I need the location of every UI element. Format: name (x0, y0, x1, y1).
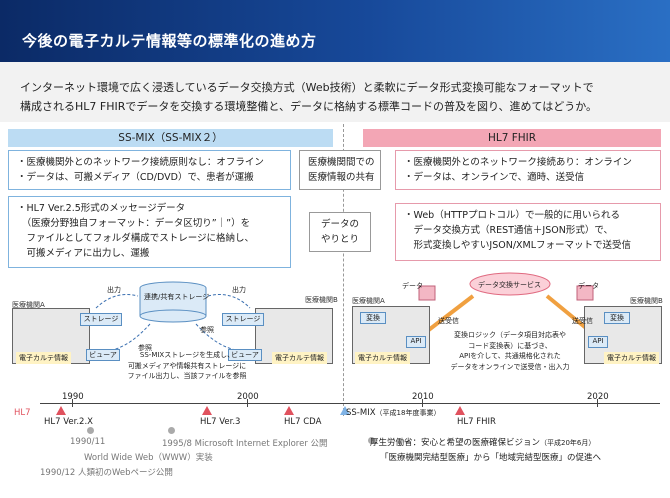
hl7-cda-marker (284, 406, 294, 415)
ssmix-reference-label: 参照 (200, 326, 214, 334)
www-event-text: World Wide Web（WWW）実装 (84, 453, 213, 463)
fhir-format-line: 形式変換しやすいJSON/XMLフォーマットで送受信 (404, 240, 632, 251)
fhir-send-label: 送受信 (438, 317, 459, 325)
hl7-v2-marker (56, 406, 66, 415)
timeline-year: 2010 (412, 392, 434, 402)
fhir-format-box: ・Web（HTTPプロトコル）で一般的に用いられる データ交換方式（REST通信… (395, 203, 661, 261)
ssmix-format-box: ・HL7 Ver.2.5形式のメッセージデータ （医療分野独自フォーマット：デー… (8, 196, 291, 268)
hl7-v3-label: HL7 Ver.3 (200, 417, 241, 427)
fhir-note-line: APIを介して、共通規格化された (459, 352, 561, 360)
shared-storage-label: 連携/共有ストレージ (144, 293, 210, 301)
ssmix-emr-b: 電子カルテ情報 (272, 352, 327, 364)
ssmix-viewer-b: ビューア (228, 349, 262, 361)
mhlw-event: 厚生労働省：安心と希望の医療確保ビジョン（平成20年6月） (370, 436, 595, 448)
timeline-year: 2020 (587, 392, 609, 402)
mhlw-event-date: （平成20年6月） (540, 439, 596, 447)
ssmix-diagram-lines (95, 281, 251, 351)
ssmix-viewer-a: ビューア (86, 349, 120, 361)
fhir-service-label: データ交換サービス (478, 281, 541, 289)
fhir-emr-a: 電子カルテ情報 (355, 352, 410, 364)
ssmix-facility-b-label: 医療機関B (305, 296, 338, 304)
fhir-note-line: 変換ロジック（データ項目対応表や (454, 331, 566, 339)
fhir-data-a-label: データ (402, 282, 423, 290)
ssmix-format-line: ・HL7 Ver.2.5形式のメッセージデータ (17, 203, 186, 214)
fhir-emr-b: 電子カルテ情報 (604, 352, 659, 364)
center-box-line: データの (320, 219, 359, 230)
mhlw-event-text: 厚生労働省：安心と希望の医療確保ビジョン (370, 438, 541, 448)
ssmix-network-line: ・データは、可搬メディア（CD/DVD）で、患者が運搬 (17, 172, 254, 183)
fhir-format-line: ・Web（HTTPプロトコル）で一般的に用いられる (404, 210, 621, 221)
fhir-network-line: ・医療機関外とのネットワーク接続あり：オンライン (404, 157, 632, 168)
column-divider (343, 124, 344, 416)
center-box-line: 医療情報の共有 (308, 172, 375, 183)
fhir-network-line: ・データは、オンラインで、適時、送受信 (404, 172, 585, 183)
hl7-fhir-label: HL7 FHIR (457, 417, 496, 427)
ssmix-note-line: 可搬メディアや情報共有ストレージに (127, 361, 247, 370)
webpage-event-text: 1990/12 人類初のWebページ公開 (40, 468, 173, 478)
fhir-note-line: データをオンラインで送受信・出入力 (450, 362, 570, 371)
ssmix-marker (340, 406, 350, 415)
ssmix-emr-a: 電子カルテ情報 (16, 352, 71, 364)
timeline-tick (597, 399, 598, 407)
timeline-hl7-label: HL7 (14, 408, 31, 418)
fhir-network-box: ・医療機関外とのネットワーク接続あり：オンライン ・データは、オンラインで、適時… (395, 150, 661, 190)
hl7-cda-label: HL7 CDA (284, 417, 322, 427)
ssmix-timeline-note: （平成18年度事業） (375, 409, 441, 417)
fhir-facility-a-label: 医療機関A (352, 297, 385, 305)
ie-event-text: 1995/8 Microsoft Internet Explorer 公開 (162, 439, 328, 449)
fhir-facility-b-label: 医療機関B (630, 297, 663, 305)
fhir-convert-a: 変換 (360, 312, 386, 324)
intro-text: インターネット環境で広く浸透しているデータ交換方式（Web技術）と柔軟にデータ形… (20, 78, 660, 116)
hl7-fhir-marker (455, 406, 465, 415)
fhir-format-line: データ交換方式（REST通信＋JSON形式）で、 (404, 225, 613, 236)
center-box-exchange: データの やりとり (309, 212, 371, 252)
www-event-date: 1990/11 (70, 437, 106, 447)
fhir-note-line: コード変換表）に基づき、 (468, 341, 552, 350)
hl7-v3-marker (202, 406, 212, 415)
fhir-note: 変換ロジック（データ項目対応表や コード変換表）に基づき、 APIを介して、共通… (440, 330, 580, 372)
mhlw-event-dot (368, 437, 375, 444)
timeline-year: 1990 (62, 392, 84, 402)
ssmix-output-label: 出力 (107, 286, 121, 294)
ssmix-note: SS-MIXストレージを生成し、 可搬メディアや情報共有ストレージに ファイル出… (122, 350, 252, 382)
ssmix-format-line: ファイルとしてフォルダ構成でストレージに格納し、 (17, 233, 255, 244)
ssmix-note-line: ファイル出力し、当該ファイルを参照 (127, 372, 247, 380)
center-box-line: 医療機関間での (308, 157, 375, 168)
ssmix-note-line: SS-MIXストレージを生成し、 (139, 351, 235, 359)
intro-background (0, 62, 670, 122)
ie-event-dot (168, 427, 175, 434)
ssmix-storage-a: ストレージ (80, 313, 122, 326)
center-box-line: やりとり (320, 234, 359, 245)
ssmix-reference-label: 参照 (138, 344, 152, 352)
page-title: 今後の電子カルテ情報等の標準化の進め方 (22, 32, 317, 50)
intro-line-1: インターネット環境で広く浸透しているデータ交換方式（Web技術）と柔軟にデータ形… (20, 81, 594, 94)
intro-line-2: 構成されるHL7 FHIRでデータを交換する環境整備と、データに格納する標準コー… (20, 100, 598, 113)
ssmix-network-box: ・医療機関外とのネットワーク接続原則なし：オフライン ・データは、可搬メディア（… (8, 150, 291, 190)
ssmix-timeline-name: SS-MIX (346, 408, 376, 418)
fhir-api-a: API (406, 336, 426, 348)
header-bar (0, 0, 670, 62)
ssmix-format-line: （医療分野独自フォーマット：データ区切り”｜”）を (17, 218, 251, 229)
timeline-tick (422, 399, 423, 407)
fhir-convert-b: 変換 (604, 312, 630, 324)
ssmix-format-line: 可搬メディアに出力し、運搬 (17, 248, 150, 259)
fhir-send-label: 送受信 (572, 317, 593, 325)
timeline-tick (247, 399, 248, 407)
timeline-tick (72, 399, 73, 407)
timeline-year: 2000 (237, 392, 259, 402)
mhlw-event-text-2: 「医療機関完結型医療」から「地域完結型医療」の促進へ (380, 453, 602, 463)
hl7-v2-label: HL7 Ver.2.X (44, 417, 93, 427)
ssmix-facility-a-label: 医療機関A (12, 301, 45, 309)
fhir-data-b-label: データ (578, 282, 599, 290)
center-box-share: 医療機関間での 医療情報の共有 (299, 150, 381, 190)
ssmix-network-line: ・医療機関外とのネットワーク接続原則なし：オフライン (17, 157, 264, 168)
ssmix-storage-b: ストレージ (222, 313, 264, 326)
www-event-dot (87, 427, 94, 434)
fhir-heading: HL7 FHIR (363, 129, 661, 147)
timeline-axis (40, 403, 660, 404)
ssmix-output-label: 出力 (232, 286, 246, 294)
ssmix-heading: SS-MIX（SS-MIX２） (8, 129, 333, 147)
ssmix-timeline-label: SS-MIX（平成18年度事業） (346, 408, 440, 418)
fhir-api-b: API (588, 336, 608, 348)
